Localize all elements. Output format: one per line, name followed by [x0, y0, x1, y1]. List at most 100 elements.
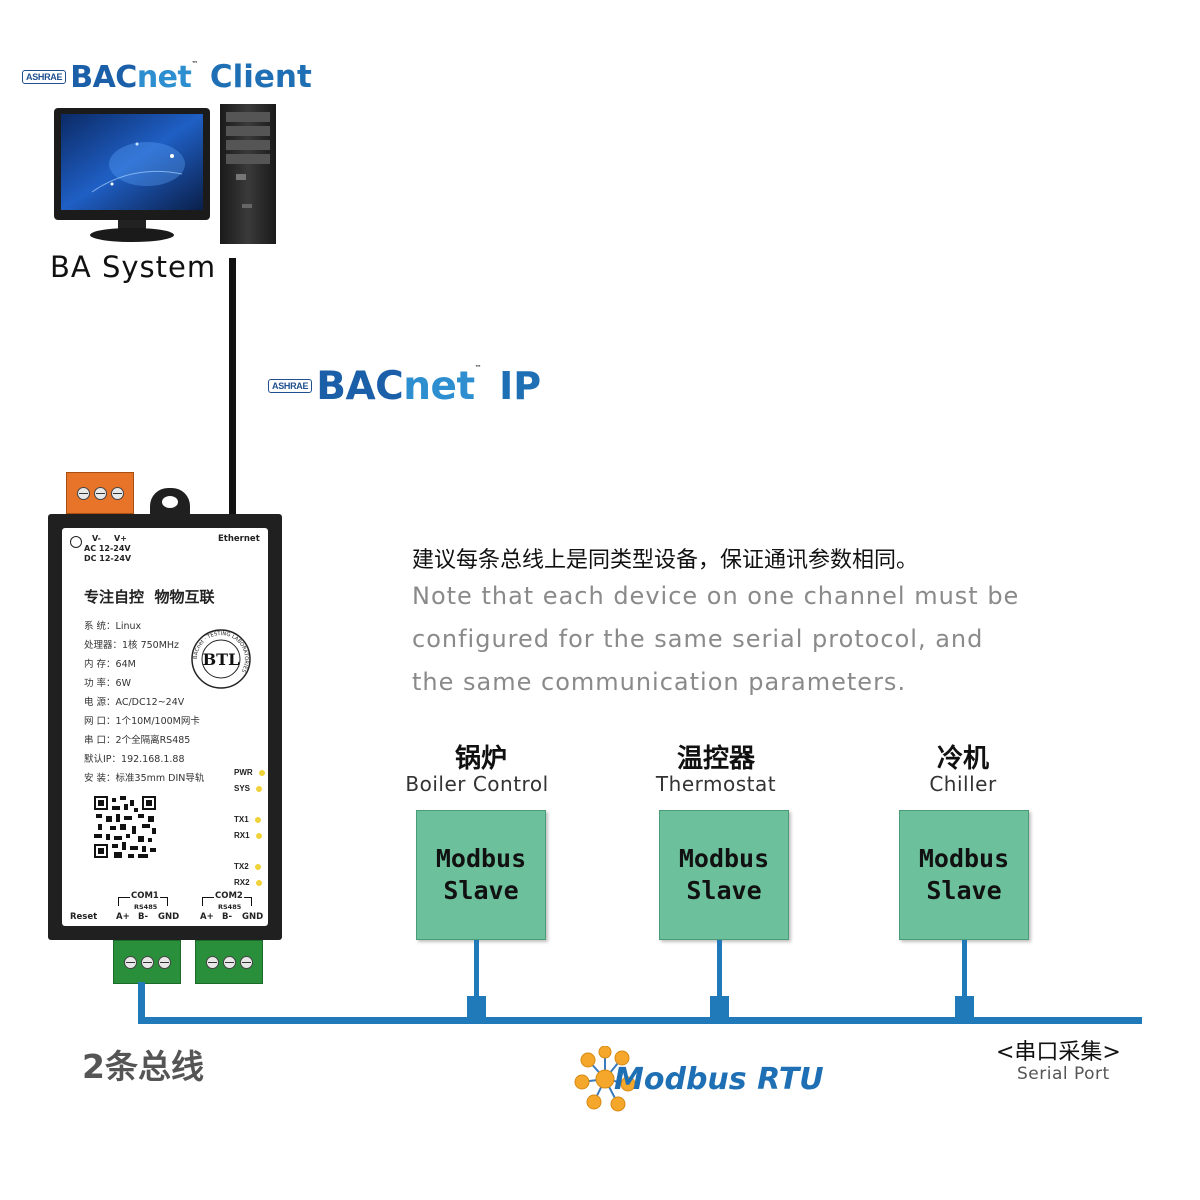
com1-pin-a: A+ — [116, 912, 130, 922]
ground-icon — [70, 536, 82, 548]
modbus-network-icon — [574, 1046, 636, 1112]
bacnet-ip-logo: ASHRAE BACnet™ IP — [268, 363, 542, 409]
screw-icon — [140, 955, 154, 969]
com2-pin-gnd: GND — [242, 912, 264, 922]
dc-rating: DC 12-24V — [84, 554, 132, 563]
spec-line: 电 源：AC/DC12~24V — [84, 697, 185, 708]
btl-badge: BACnet · TESTING LABORATORIES BTL — [191, 629, 251, 689]
led-label: RX1 — [234, 831, 250, 840]
com1-terminal — [113, 940, 181, 984]
modbus-rtu-label: Modbus RTU — [614, 1062, 824, 1097]
spec-line: 内 存：64M — [84, 659, 136, 670]
ethernet-cable — [229, 258, 236, 516]
led-tx1: TX1 — [234, 815, 261, 824]
slave-2-line2: Slave — [686, 876, 762, 905]
com2-pin-b: B- — [222, 912, 233, 922]
led-indicator-icon — [254, 816, 261, 823]
screw-icon — [222, 955, 236, 969]
com2-label: COM2 — [214, 891, 244, 901]
led-rx2: RX2 — [234, 878, 262, 887]
led-label: PWR — [234, 768, 253, 777]
slave-3-box: Modbus Slave — [899, 810, 1029, 940]
led-label: TX1 — [234, 815, 249, 824]
slave-1-line2: Slave — [443, 876, 519, 905]
power-neg-label: V- — [92, 534, 101, 543]
com1-rs485-label: RS485 — [134, 903, 158, 911]
spec-line: 默认IP：192.168.1.88 — [84, 754, 185, 765]
device-front-panel — [62, 528, 268, 926]
note-en-line-3: the same communication parameters. — [412, 668, 907, 696]
com1-label: COM1 — [130, 891, 160, 901]
spec-line: 网 口：1个10M/100M网卡 — [84, 716, 200, 727]
spec-line: 安 装：标准35mm DIN导轨 — [84, 773, 205, 784]
bacnet-wordmark: BACnet™ — [316, 363, 482, 409]
ip-label: IP — [499, 364, 542, 408]
led-indicator-icon — [254, 863, 261, 870]
slave-1-line1: Modbus — [435, 844, 527, 873]
slave-2-line1: Modbus — [678, 844, 770, 873]
led-indicator-icon — [255, 832, 262, 839]
led-pwr: PWR — [234, 768, 265, 777]
spec-line: 串 口：2个全隔离RS485 — [84, 735, 191, 746]
screw-icon — [157, 955, 171, 969]
rs485-bus — [138, 1017, 1142, 1024]
bus-tap-slave-3 — [955, 996, 974, 1018]
spec-line: 功 率：6W — [84, 678, 131, 689]
bus-tap-slave-1 — [467, 996, 486, 1018]
bus-tap-slave-2 — [710, 996, 729, 1018]
power-terminal — [66, 472, 134, 514]
bus-drop-slave-1 — [474, 940, 479, 1020]
ashrae-badge: ASHRAE — [22, 70, 67, 84]
spec-line: 系 统：Linux — [84, 621, 142, 632]
led-indicator-icon — [258, 769, 265, 776]
led-indicator-icon — [255, 879, 262, 886]
note-zh: 建议每条总线上是同类型设备，保证通讯参数相同。 — [412, 548, 919, 573]
slave-3-zh: 冷机 — [936, 744, 989, 774]
led-label: SYS — [234, 784, 251, 793]
screw-icon — [110, 486, 124, 500]
screw-icon — [205, 955, 219, 969]
note-en-line-2: configured for the same serial protocol,… — [412, 625, 984, 653]
bus-drop-gateway — [138, 982, 145, 1024]
qr-code — [94, 796, 156, 858]
led-tx2: TX2 — [234, 862, 261, 871]
led-rx1: RX1 — [234, 831, 262, 840]
bacnet-wordmark: BACnet™ — [70, 59, 198, 95]
reset-label: Reset — [70, 912, 98, 922]
serial-port-en: Serial Port — [1017, 1064, 1110, 1084]
led-sys: SYS — [234, 784, 263, 793]
slave-2-box: Modbus Slave — [659, 810, 789, 940]
slave-1-zh: 锅炉 — [454, 744, 507, 774]
slave-2-en: Thermostat — [655, 772, 777, 796]
spec-line: 处理器：1核 750MHz — [84, 640, 180, 651]
com2-rs485-label: RS485 — [218, 903, 242, 911]
ethernet-port-label: Ethernet — [218, 534, 260, 544]
note-en-line-1: Note that each device on one channel mus… — [412, 582, 1020, 610]
ashrae-badge: ASHRAE — [268, 379, 313, 393]
mounting-hole — [162, 496, 178, 508]
screw-icon — [93, 486, 107, 500]
client-label: Client — [209, 59, 312, 95]
computer-icon — [54, 104, 276, 244]
slave-1-en: Boiler Control — [405, 772, 549, 796]
bus-count-label: 2条总线 — [82, 1047, 204, 1086]
svg-text:BTL: BTL — [203, 650, 240, 669]
screw-icon — [76, 486, 90, 500]
bacnet-client-logo: ASHRAE BACnet™ Client — [22, 59, 312, 95]
serial-port-zh: <串口采集> — [996, 1040, 1121, 1065]
ac-rating: AC 12-24V — [84, 544, 131, 553]
slave-3-en: Chiller — [929, 772, 997, 796]
device-slogan: 专注自控 物物互联 — [84, 588, 215, 606]
com2-terminal — [195, 940, 263, 984]
slave-3-line2: Slave — [926, 876, 1002, 905]
led-label: RX2 — [234, 878, 250, 887]
com2-pin-a: A+ — [200, 912, 214, 922]
slave-2-zh: 温控器 — [676, 744, 755, 774]
ba-system-label: BA System — [50, 250, 217, 284]
bus-drop-slave-2 — [717, 940, 722, 1020]
com1-pin-b: B- — [138, 912, 149, 922]
led-label: TX2 — [234, 862, 249, 871]
slave-1-box: Modbus Slave — [416, 810, 546, 940]
screw-icon — [239, 955, 253, 969]
power-pos-label: V+ — [114, 534, 127, 543]
